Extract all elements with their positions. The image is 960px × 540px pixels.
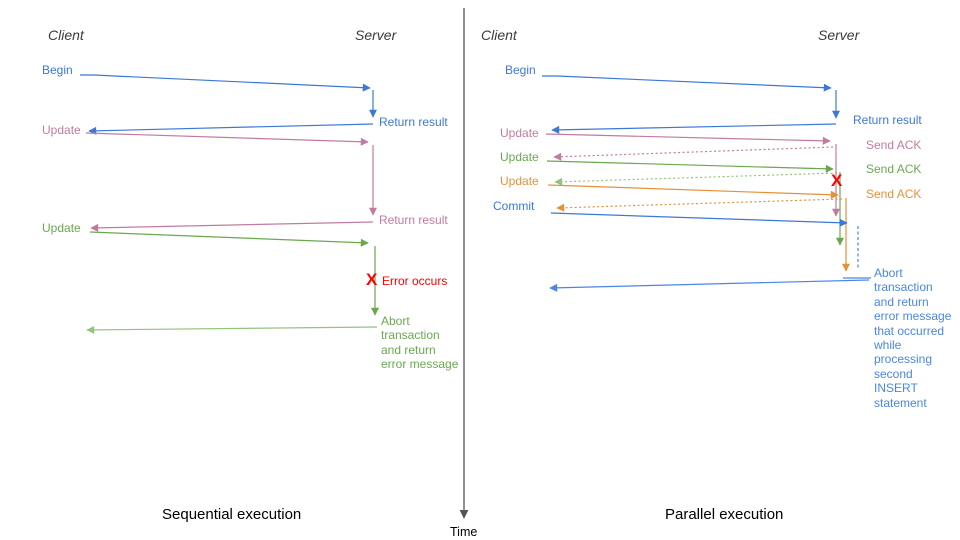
right-abort-return-arrow xyxy=(549,279,870,292)
left-update-1-arrow xyxy=(85,132,369,146)
left-abort-line-1: Abort xyxy=(381,314,410,328)
left-update-2-label: Update xyxy=(42,221,81,235)
right-return-result-label: Return result xyxy=(853,113,922,127)
right-return-result-arrow xyxy=(551,123,837,134)
left-return-result-2-arrow xyxy=(90,221,374,232)
left-abort-line-3: and return xyxy=(381,342,436,357)
right-abort-message: Abort transaction and return error messa… xyxy=(874,266,951,410)
right-send-ack-2-label: Send ACK xyxy=(866,162,922,176)
right-commit-label: Commit xyxy=(493,199,535,213)
right-panel-title: Parallel execution xyxy=(665,506,784,523)
right-update-3-arrow xyxy=(547,184,839,199)
right-update-1-label: Update xyxy=(500,126,539,140)
right-abort-line-2: transaction xyxy=(874,280,933,295)
left-error-x-icon: X xyxy=(366,270,378,289)
left-abort-return-arrow xyxy=(86,325,378,334)
right-abort-line-6: while xyxy=(874,338,902,353)
right-abort-line-4: error message xyxy=(874,309,952,324)
left-update-1-label: Update xyxy=(42,123,81,137)
right-abort-line-8: second xyxy=(874,366,913,381)
left-client-header: Client xyxy=(48,27,84,43)
right-abort-line-3: and return xyxy=(874,294,929,309)
right-send-ack-2-arrow xyxy=(554,172,838,186)
left-abort-line-2: transaction xyxy=(381,328,440,343)
right-send-ack-3-label: Send ACK xyxy=(866,187,922,201)
right-send-ack-1-arrow xyxy=(553,146,834,161)
left-server-header: Server xyxy=(355,27,397,43)
right-begin-label: Begin xyxy=(505,63,536,77)
right-abort-line-9: INSERT xyxy=(874,381,918,396)
right-update-3-label: Update xyxy=(500,174,539,188)
right-abort-line-1: Abort xyxy=(874,266,903,280)
right-error-x-icon: X xyxy=(831,171,843,190)
left-abort-line-4: error message xyxy=(381,357,459,372)
right-send-ack-3-arrow xyxy=(556,198,843,212)
right-abort-line-7: processing xyxy=(874,352,933,367)
right-begin-arrow xyxy=(542,75,832,92)
left-return-result-1-arrow xyxy=(88,123,374,135)
right-update-2-arrow xyxy=(546,160,834,173)
right-client-header: Client xyxy=(481,27,517,43)
left-begin-arrow xyxy=(80,74,371,92)
right-update-2-label: Update xyxy=(500,150,539,164)
right-abort-line-5: that occurred xyxy=(874,323,945,338)
left-error-occurs-label: Error occurs xyxy=(382,274,448,288)
right-commit-arrow xyxy=(550,212,848,227)
right-send-ack-1-label: Send ACK xyxy=(866,138,922,152)
left-update-2-arrow xyxy=(89,231,369,247)
left-begin-label: Begin xyxy=(42,63,73,77)
time-axis-label: Time xyxy=(450,525,478,539)
right-abort-line-10: statement xyxy=(874,395,927,410)
left-abort-message: Abort transaction and return error messa… xyxy=(381,314,458,372)
left-return-result-2-label: Return result xyxy=(379,213,448,227)
right-update-1-arrow xyxy=(545,133,831,145)
right-server-header: Server xyxy=(818,27,860,43)
left-return-result-1-label: Return result xyxy=(379,115,448,129)
left-panel-title: Sequential execution xyxy=(162,506,302,523)
